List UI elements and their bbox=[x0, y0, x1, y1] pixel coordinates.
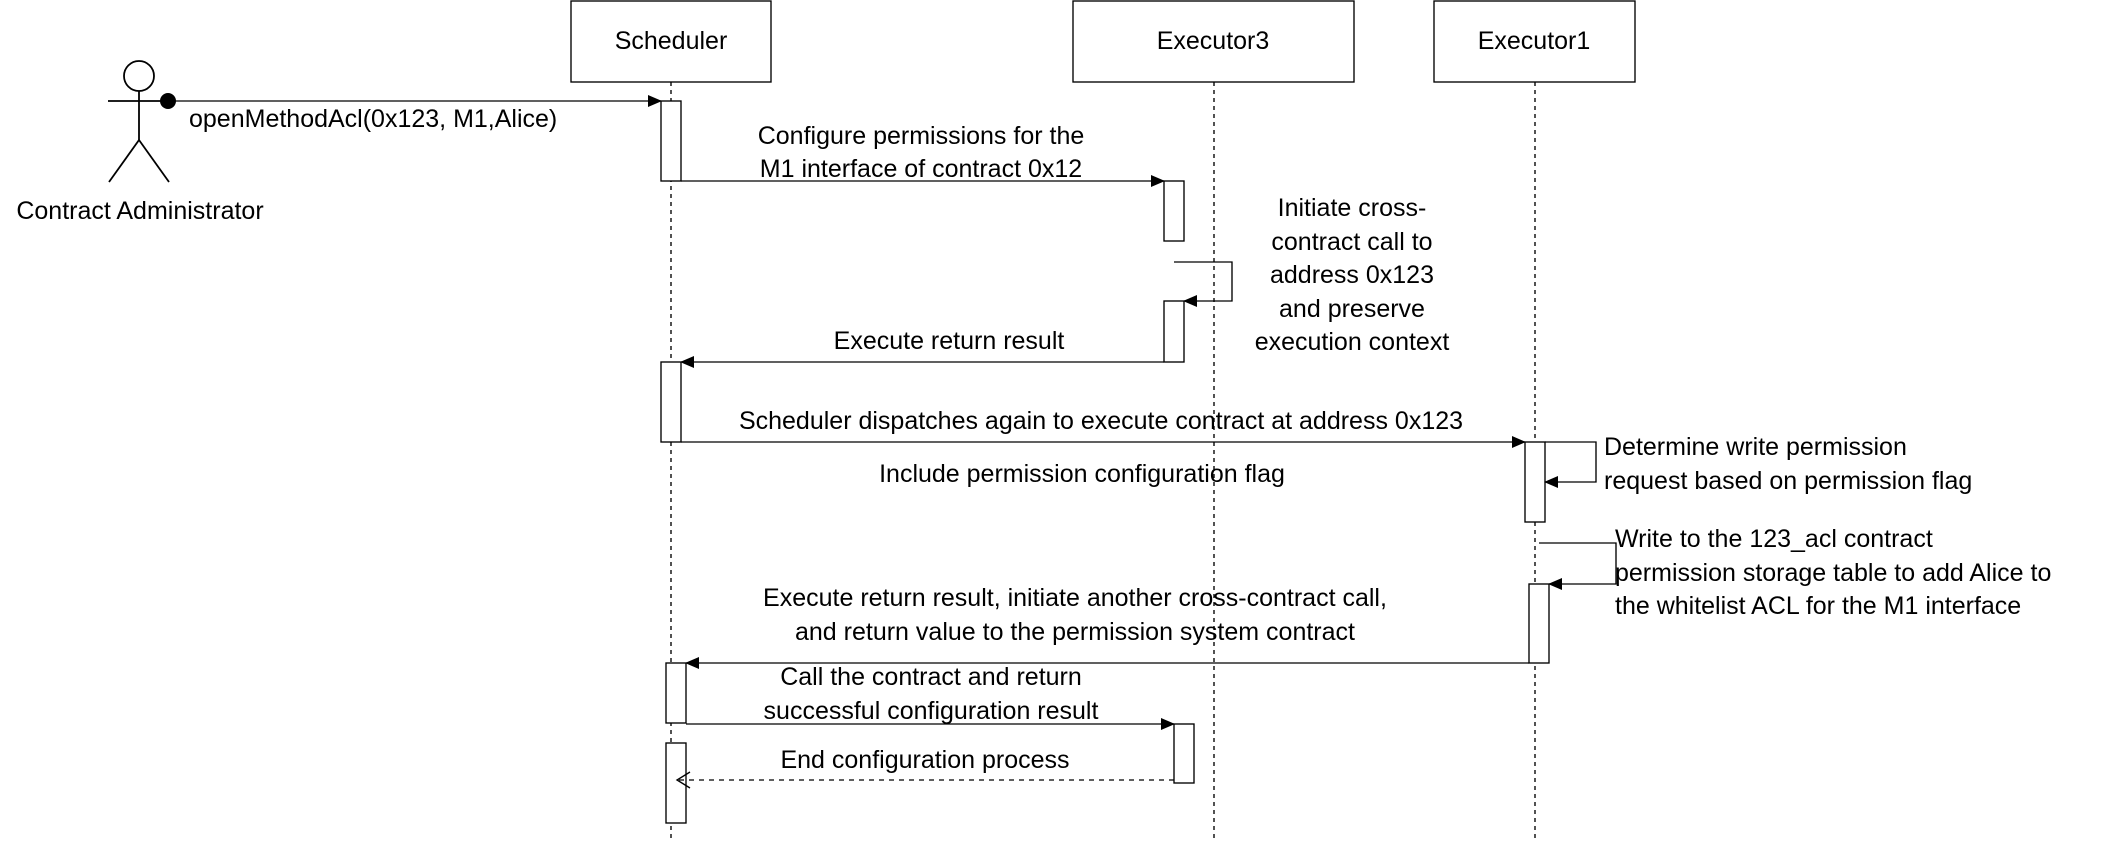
message-cross-call-line2: contract call to bbox=[1271, 228, 1432, 256]
message-call-contract-line2: successful configuration result bbox=[764, 697, 1099, 725]
message-configure-permissions[interactable]: Configure permissions for the M1 interfa… bbox=[681, 122, 1165, 187]
message-write-acl[interactable]: Write to the 123_acl contract permission… bbox=[1539, 525, 2051, 620]
message-cross-call-line3: address 0x123 bbox=[1270, 261, 1434, 289]
participant-scheduler[interactable]: Scheduler bbox=[570, 0, 772, 83]
participant-executor1[interactable]: Executor1 bbox=[1433, 0, 1636, 83]
message-cross-call-line4: and preserve bbox=[1279, 295, 1425, 323]
actor-label: Contract Administrator bbox=[16, 197, 263, 225]
activation-executor3-3 bbox=[1173, 723, 1195, 784]
message-write-acl-line1: Write to the 123_acl contract bbox=[1615, 525, 1933, 553]
message-open-method-acl[interactable]: openMethodAcl(0x123, M1,Alice) bbox=[160, 93, 662, 133]
message-open-method-acl-label: openMethodAcl(0x123, M1,Alice) bbox=[189, 105, 557, 133]
message-configure-permissions-line1: Configure permissions for the bbox=[758, 122, 1085, 150]
message-return-to-permission-system[interactable]: Execute return result, initiate another … bbox=[685, 584, 1529, 669]
message-configure-permissions-line2: M1 interface of contract 0x12 bbox=[760, 155, 1082, 183]
message-return-line2: and return value to the permission syste… bbox=[795, 618, 1355, 646]
message-scheduler-dispatch-note: Include permission configuration flag bbox=[879, 460, 1285, 488]
message-execute-return-result-label: Execute return result bbox=[834, 327, 1065, 355]
message-end-configuration[interactable]: End configuration process bbox=[675, 746, 1174, 789]
activation-executor3-2 bbox=[1163, 300, 1185, 363]
participant-executor3-label: Executor3 bbox=[1157, 27, 1270, 55]
message-determine-write-line2: request based on permission flag bbox=[1604, 467, 1972, 495]
activation-scheduler-4 bbox=[665, 742, 687, 824]
message-end-configuration-label: End configuration process bbox=[780, 746, 1069, 774]
activation-executor1-1 bbox=[1524, 441, 1546, 523]
message-call-contract-line1: Call the contract and return bbox=[780, 663, 1082, 691]
message-initiate-cross-contract-call[interactable]: Initiate cross- contract call to address… bbox=[1174, 194, 1449, 356]
actor-head bbox=[123, 60, 155, 92]
message-scheduler-dispatch-label: Scheduler dispatches again to execute co… bbox=[739, 407, 1463, 435]
activation-executor1-2 bbox=[1528, 583, 1550, 664]
actor-contract-administrator[interactable]: Contract Administrator bbox=[16, 60, 264, 225]
message-scheduler-dispatch[interactable]: Scheduler dispatches again to execute co… bbox=[681, 407, 1526, 488]
message-execute-return-result[interactable]: Execute return result bbox=[680, 327, 1164, 368]
activation-scheduler-3 bbox=[665, 662, 687, 724]
message-cross-call-line5: execution context bbox=[1255, 328, 1450, 356]
participant-scheduler-label: Scheduler bbox=[615, 27, 728, 55]
participant-executor3[interactable]: Executor3 bbox=[1072, 0, 1355, 83]
participant-executor1-label: Executor1 bbox=[1478, 27, 1591, 55]
message-write-acl-line3: the whitelist ACL for the M1 interface bbox=[1615, 592, 2021, 620]
activation-scheduler-2 bbox=[660, 361, 682, 443]
activation-executor3-1 bbox=[1163, 180, 1185, 242]
message-cross-call-line1: Initiate cross- bbox=[1278, 194, 1427, 222]
message-determine-write-line1: Determine write permission bbox=[1604, 433, 1907, 461]
message-write-acl-line2: permission storage table to add Alice to bbox=[1615, 559, 2051, 587]
message-determine-write-permission[interactable]: Determine write permission request based… bbox=[1544, 433, 1972, 495]
activation-scheduler-1 bbox=[660, 100, 682, 182]
message-return-line1: Execute return result, initiate another … bbox=[763, 584, 1387, 612]
message-call-contract-return[interactable]: Call the contract and return successful … bbox=[686, 663, 1175, 730]
